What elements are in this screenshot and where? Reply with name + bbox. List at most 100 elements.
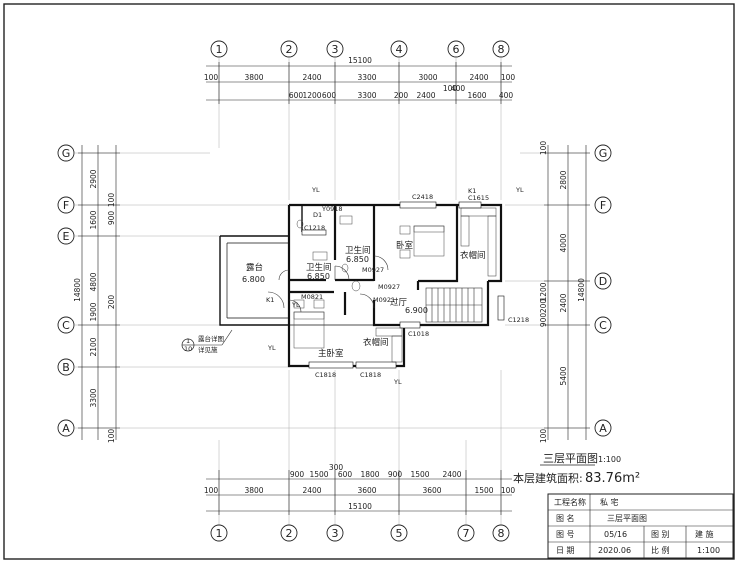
tb-label: 图 号 [556, 530, 575, 539]
tb-value: 05/16 [604, 530, 627, 539]
axis-label: 6 [453, 43, 460, 56]
top-dim: 3300 [357, 91, 376, 100]
axis-label: D [599, 275, 607, 288]
axis-label: G [599, 147, 608, 160]
bottom-dim: 1500 [474, 486, 493, 495]
bottom-dim-texts: 900 1500 300 600 1800 900 1500 2400 100 … [204, 463, 516, 511]
tb-value: 建 施 [695, 529, 714, 539]
room-name: 衣帽间 [363, 337, 389, 348]
tb-label: 图 名 [556, 513, 575, 523]
left-axis-labels: G F E C B A [62, 147, 71, 435]
bottom-dim: 3600 [357, 486, 376, 495]
axis-label: 8 [498, 43, 505, 56]
left-dim: 200 [107, 295, 116, 310]
bottom-axis-bubbles [210, 524, 510, 542]
opening-tag: C1218 [508, 316, 529, 324]
bottom-dimension-lines [206, 470, 512, 515]
axis-label: C [599, 319, 607, 332]
room-name: 卫生间 [345, 245, 371, 256]
area-value: 83.76m² [585, 471, 640, 486]
room-labels: 卧室 衣帽间 卫生间 6.850 卫生间 6.850 露台 6.800 过厅 6… [242, 240, 486, 359]
room-name: 过厅 [390, 297, 408, 308]
top-dim: 400 [499, 91, 514, 100]
top-dim: 3000 [418, 73, 437, 82]
opening-tag: M0927 [378, 283, 400, 291]
right-dim: 200 [539, 299, 548, 314]
detail-reference: 1 10 露台详图 详见施 [181, 329, 233, 354]
top-dim: 2400 [469, 73, 488, 82]
room-name: 衣帽间 [460, 250, 486, 261]
right-dim: 1200 [539, 282, 548, 301]
left-dim: 4800 [89, 272, 98, 291]
bottom-dim: 1500 [309, 470, 328, 479]
opening-tag: YL [267, 344, 276, 352]
opening-tag: Y0918 [321, 205, 343, 213]
top-axis-labels: 1 2 3 4 6 8 [216, 43, 505, 56]
bottom-total-dim: 15100 [348, 502, 372, 511]
top-dim: 1200 [302, 91, 321, 100]
tb-value: 1:100 [697, 546, 720, 555]
staircase [425, 287, 483, 323]
left-dim: 14800 [73, 278, 82, 302]
area-label: 本层建筑面积: [513, 471, 583, 485]
opening-tag: C1818 [315, 371, 336, 379]
opening-tag: K1 [266, 296, 274, 304]
axis-label: 4 [396, 43, 403, 56]
axis-label: A [62, 422, 70, 435]
drawing-title-block: 三层平面图 1:100 本层建筑面积: 83.76m² [513, 452, 640, 486]
room-level: 6.850 [346, 255, 369, 264]
drawing-scale: 1:100 [598, 455, 621, 464]
bottom-dim: 100 [204, 486, 219, 495]
right-axis-bubbles [594, 144, 612, 437]
opening-tag: YL [291, 301, 300, 309]
room-name: 卫生间 [306, 262, 332, 273]
top-dim: 2400 [416, 91, 435, 100]
detail-line1: 露台详图 [198, 334, 224, 343]
left-dim-texts: 14800 2900 1600 4800 1900 2100 3300 900 … [73, 169, 116, 443]
bottom-dim: 3600 [422, 486, 441, 495]
bottom-dim: 300 [329, 463, 344, 472]
opening-tag: D1 [313, 211, 322, 219]
axis-label: G [62, 147, 71, 160]
right-dim: 2400 [559, 293, 568, 312]
drawing-title: 三层平面图 [543, 452, 598, 465]
bottom-axis-labels: 1 2 3 5 7 8 [216, 527, 505, 540]
opening-tag: M0921 [373, 296, 395, 304]
left-dim: 3300 [89, 388, 98, 407]
right-axis-labels: G F D C A [599, 147, 608, 435]
axis-label: E [63, 230, 70, 243]
bottom-dim: 900 [388, 470, 403, 479]
axis-label: 1 [216, 43, 223, 56]
right-dim: 2800 [559, 170, 568, 189]
axis-label: 1 [216, 527, 223, 540]
room-name: 主卧室 [318, 348, 344, 359]
axis-label: 5 [396, 527, 403, 540]
top-dimension-lines [206, 62, 512, 104]
furniture [293, 215, 445, 349]
top-dim: 2400 [302, 73, 321, 82]
left-dim: 2900 [89, 169, 98, 188]
top-dim: 400 [451, 84, 466, 93]
opening-tag: YL [393, 378, 402, 386]
right-dim: 100 [539, 429, 548, 444]
room-level: 6.850 [307, 272, 330, 281]
opening-tag: C1818 [360, 371, 381, 379]
axis-label: 7 [463, 527, 470, 540]
axis-label: 3 [332, 43, 339, 56]
top-axis-bubbles [210, 40, 510, 58]
left-dim: 100 [107, 193, 116, 208]
opening-tag: C1018 [408, 330, 429, 338]
top-dim: 100 [501, 73, 516, 82]
left-dim: 2100 [89, 337, 98, 356]
left-dim: 1600 [89, 210, 98, 229]
opening-tag: M0927 [362, 266, 384, 274]
bottom-dim: 100 [501, 486, 516, 495]
detail-num: 1 [186, 337, 190, 345]
bottom-dim: 1500 [410, 470, 429, 479]
room-level: 6.800 [242, 275, 265, 284]
axis-label: F [63, 199, 69, 212]
top-dim: 100 [204, 73, 219, 82]
axis-label: 8 [498, 527, 505, 540]
bottom-dim: 3800 [244, 486, 263, 495]
